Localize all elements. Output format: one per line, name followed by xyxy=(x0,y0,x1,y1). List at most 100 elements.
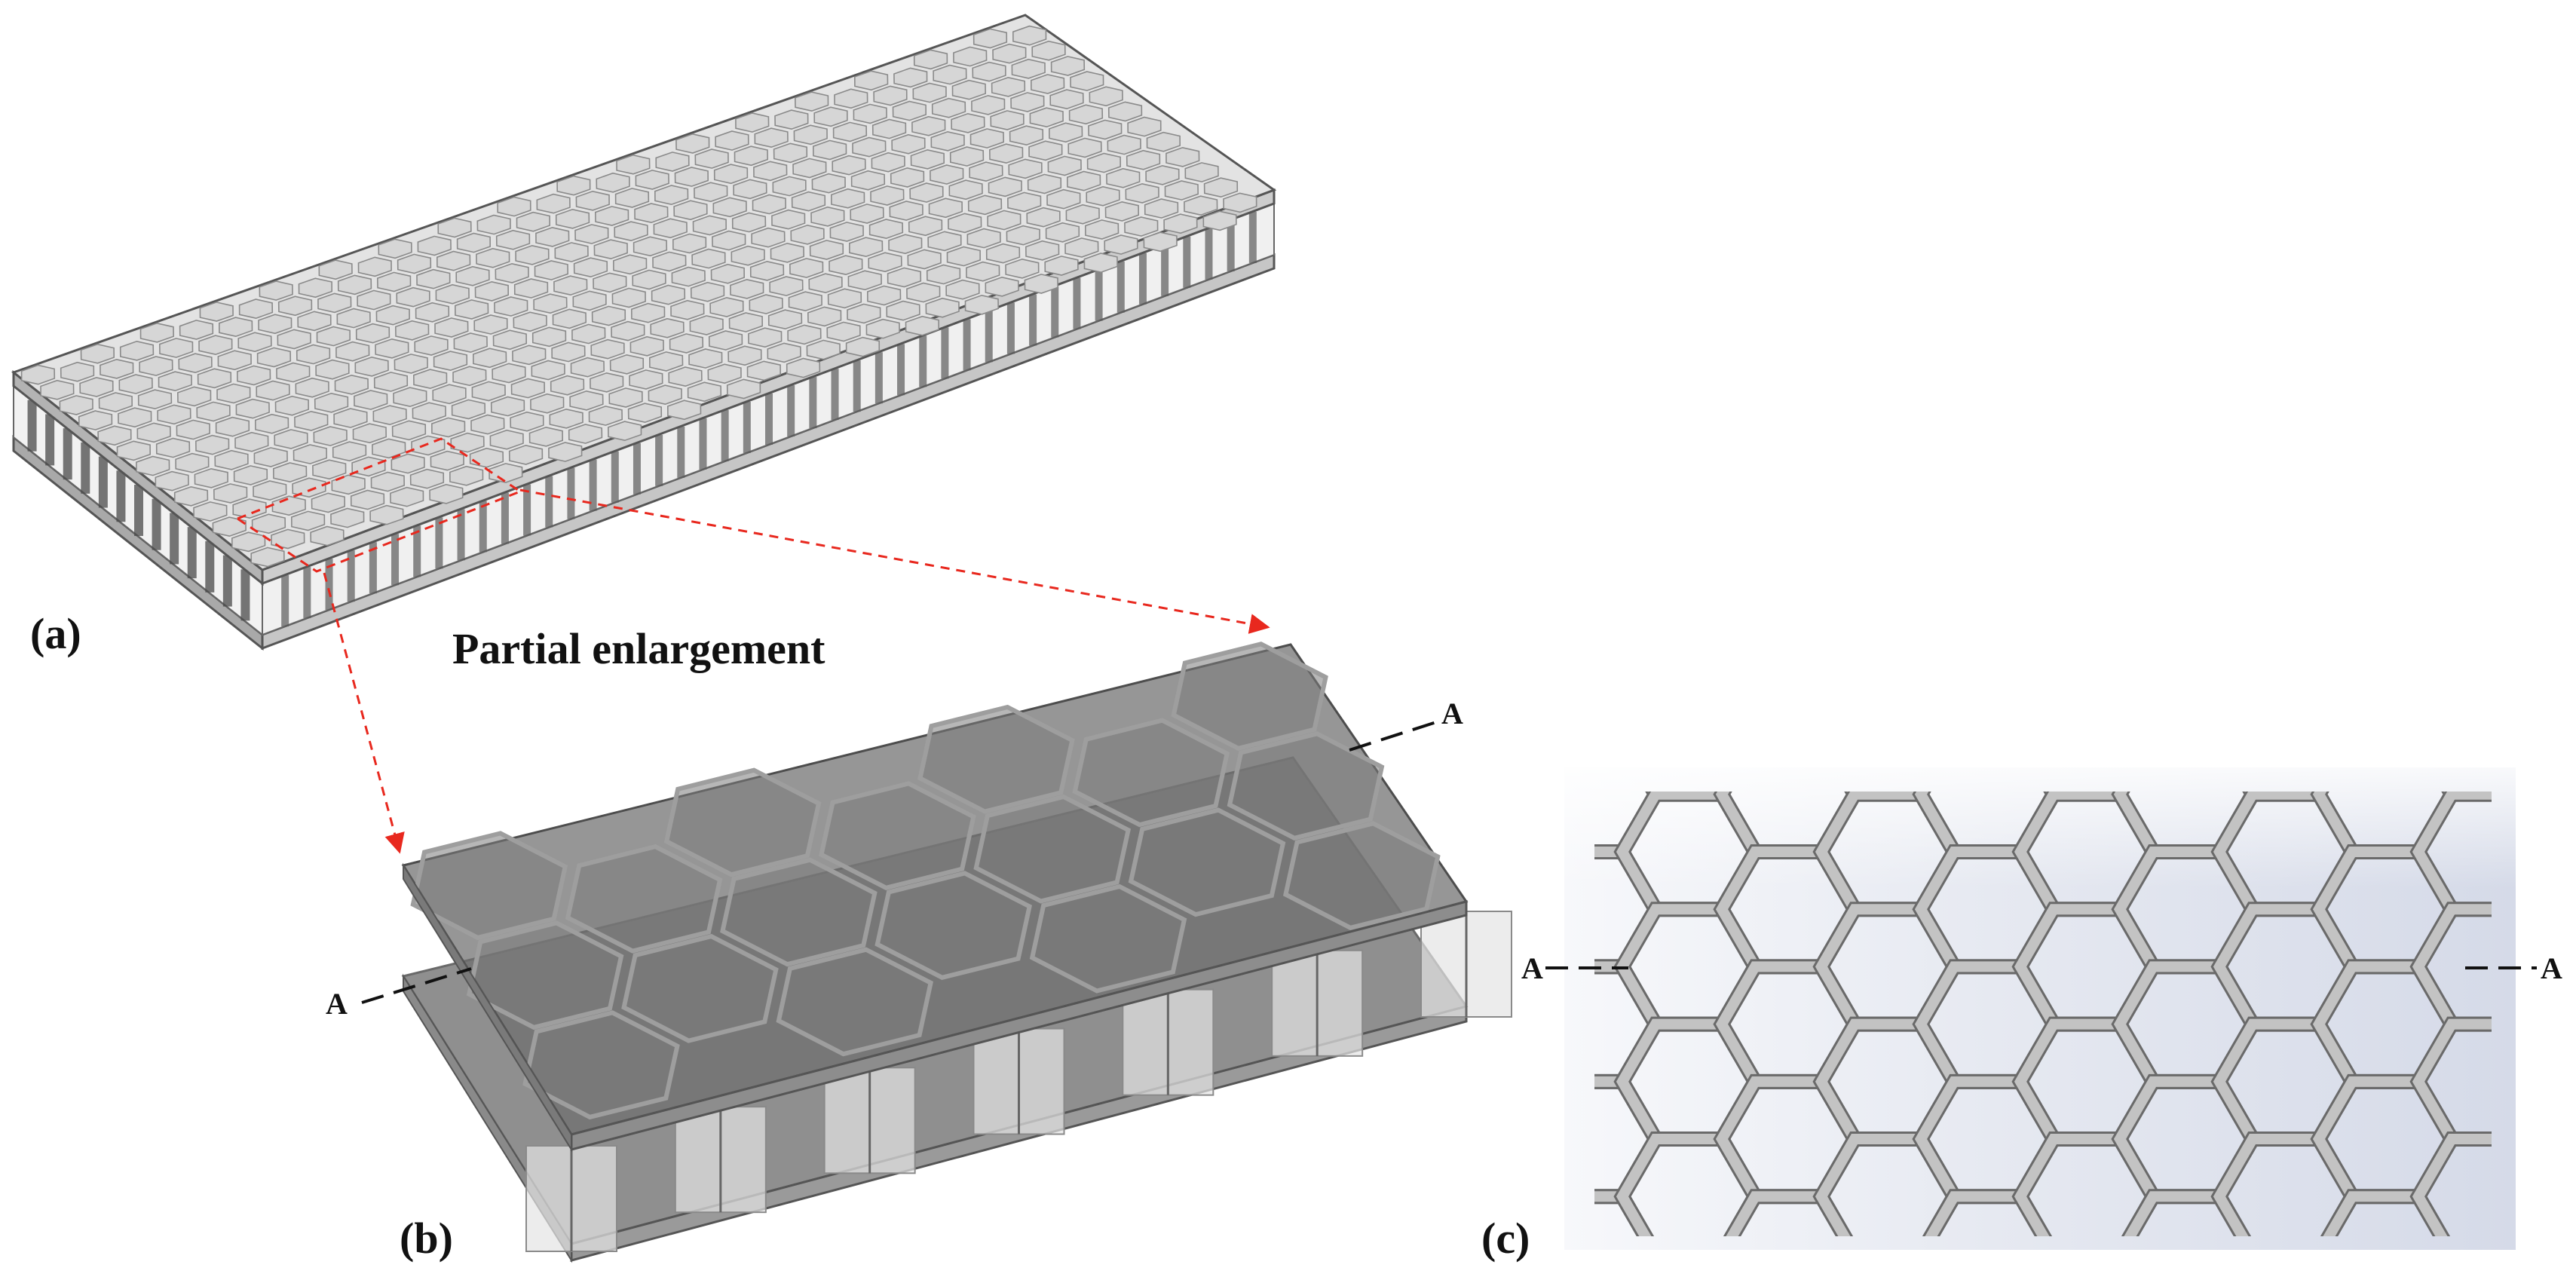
hex-cell-top xyxy=(774,109,809,130)
hex-cell-top xyxy=(139,322,175,343)
hex-cell-top xyxy=(1067,137,1102,158)
hex-cell-top xyxy=(850,170,886,191)
hex-cell-top xyxy=(688,348,723,369)
hex-cell-top xyxy=(550,375,585,396)
hex-cell-top xyxy=(236,365,271,386)
hex-cell-top xyxy=(666,400,702,421)
hex-cell-top xyxy=(692,215,727,236)
hex-cell-top xyxy=(433,351,468,372)
hex-cell-top xyxy=(476,247,510,268)
hex-cell-top xyxy=(931,97,966,118)
hex-cell-top xyxy=(1127,116,1162,137)
hex-cell-top xyxy=(355,323,391,344)
hex-cell-top xyxy=(967,194,1003,216)
panel-c-section-label-left: A xyxy=(1521,951,1543,985)
hex-cell-top xyxy=(748,327,783,348)
hex-cell-top xyxy=(394,320,430,341)
hex-cell-top xyxy=(794,91,829,112)
hex-cell-top xyxy=(608,387,643,408)
hex-cell-top xyxy=(826,321,861,342)
hex-cell-top xyxy=(1164,180,1199,201)
hex-cell-top xyxy=(1104,234,1138,255)
panel-b-section-line-right xyxy=(1349,721,1437,752)
panel-c-honeycomb-cross-section xyxy=(1594,792,2492,1236)
hex-cell-top xyxy=(430,450,464,471)
hex-cell-top xyxy=(1107,134,1141,155)
hex-cell-top xyxy=(1065,204,1100,225)
hex-cell-top xyxy=(334,374,369,395)
core-wall-side xyxy=(391,534,400,586)
hex-cell-top xyxy=(333,408,368,428)
hex-cell-top xyxy=(513,278,549,299)
hex-cell-top xyxy=(412,402,446,423)
hex-cell-top xyxy=(1044,256,1079,276)
hex-cell-top xyxy=(670,299,705,320)
hex-cell-top xyxy=(892,100,927,121)
hex-cell-top xyxy=(734,145,769,167)
hex-cell-top xyxy=(176,386,212,407)
hex-cell-top xyxy=(259,280,293,301)
hex-cell-top xyxy=(754,127,789,149)
hex-cell-enlarged xyxy=(466,920,624,1030)
hex-cell-top xyxy=(1006,191,1042,213)
core-wall-side xyxy=(699,418,707,470)
hex-cell-top xyxy=(945,279,980,300)
hex-cell-top xyxy=(376,271,412,292)
core-wall-side xyxy=(633,442,641,495)
hex-cell-top xyxy=(654,185,689,206)
hex-cell-top xyxy=(746,360,782,381)
hex-cell-top xyxy=(311,492,346,513)
hex-cell-top xyxy=(887,267,922,288)
core-wall-side xyxy=(347,550,355,602)
hex-cell-top xyxy=(489,429,524,450)
hex-cell-top xyxy=(712,197,747,218)
hex-cell-top xyxy=(409,468,445,489)
hex-cell-top xyxy=(296,344,331,365)
hex-cell-top xyxy=(728,312,764,332)
hex-cell-top xyxy=(429,483,464,504)
panel-c-section-view xyxy=(1545,767,2537,1250)
hex-cell-top xyxy=(655,152,690,172)
hex-cell-top xyxy=(1144,198,1179,219)
hex-cell-top xyxy=(990,110,1025,130)
panel-a-side-cell-walls xyxy=(281,211,1257,627)
hex-cell-top xyxy=(513,311,547,332)
hex-cell-top xyxy=(790,224,825,245)
hex-cell-top xyxy=(335,341,370,362)
hex-cell-enlarged xyxy=(1029,883,1187,994)
hex-cell-top xyxy=(991,76,1026,97)
hex-cell-top xyxy=(397,253,432,274)
hex-cell-top xyxy=(690,281,725,302)
hex-cell-top xyxy=(216,383,251,404)
hex-cell-top xyxy=(948,213,982,234)
hex-cell-top xyxy=(390,486,424,507)
hex-cell-top xyxy=(337,274,372,296)
core-wall-side xyxy=(743,401,751,453)
hex-cell-top xyxy=(357,289,391,311)
core-wall-side xyxy=(479,501,487,553)
core-wall-front xyxy=(205,540,215,593)
hex-cell-top xyxy=(1012,25,1047,46)
hex-cell-enlarged xyxy=(522,1010,680,1120)
hex-cell-top xyxy=(417,235,452,256)
hex-cell-top xyxy=(596,172,630,193)
hex-cell-top xyxy=(709,296,744,317)
hex-cell-top xyxy=(890,167,925,188)
hex-cell-top xyxy=(214,449,249,470)
hex-cell-top xyxy=(813,106,848,127)
hex-cell-enlarged xyxy=(776,947,934,1057)
hex-cell-top xyxy=(530,393,565,414)
core-wall-side xyxy=(1116,261,1125,313)
hex-cell-top xyxy=(953,46,988,67)
hex-cell-top xyxy=(1084,219,1120,240)
hex-cell-top xyxy=(293,444,328,464)
hex-cell-top xyxy=(80,343,115,364)
hex-cell-top xyxy=(516,211,551,232)
core-wall-side xyxy=(303,567,311,619)
hex-cell-top xyxy=(694,149,729,169)
core-wall-front xyxy=(170,513,179,565)
hex-cell-top xyxy=(735,112,770,133)
core-wall-side xyxy=(809,377,817,429)
hex-cell-top xyxy=(197,368,232,389)
hex-cell-top xyxy=(726,378,761,400)
